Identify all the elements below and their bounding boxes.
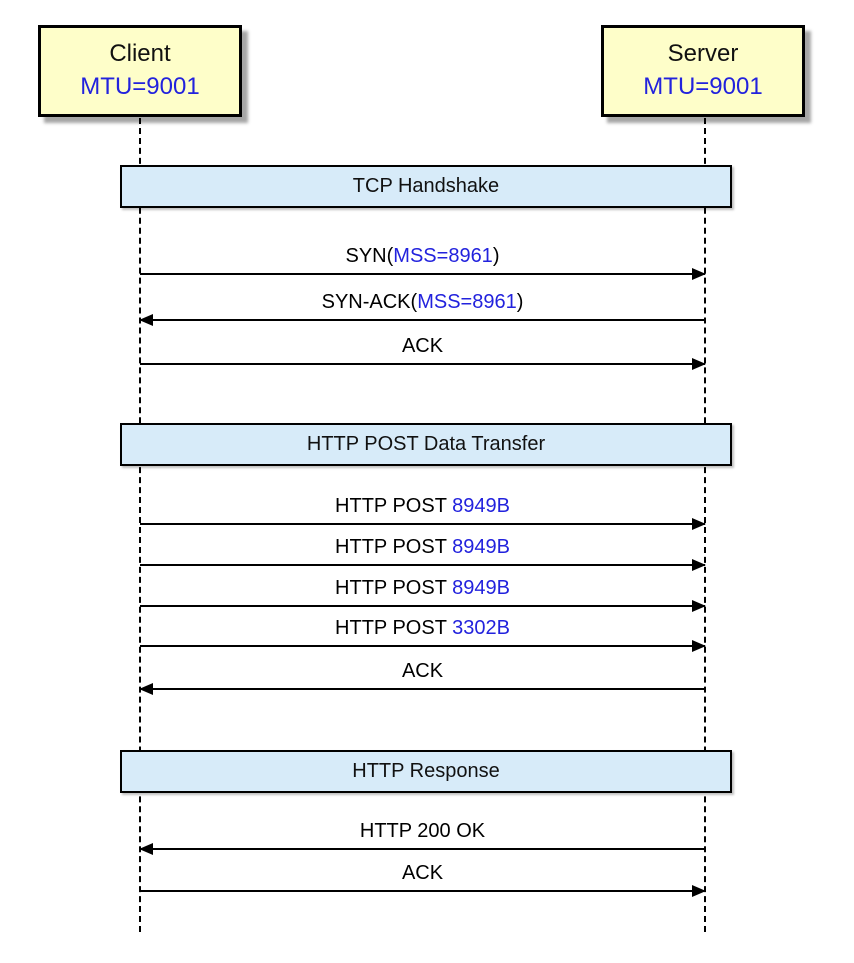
arrow-line: [140, 645, 705, 647]
arrowhead-right-icon: [692, 600, 706, 612]
message-http-200-ok: HTTP 200 OK: [139, 816, 705, 855]
section-title: TCP Handshake: [352, 175, 500, 197]
arrow-line: [140, 848, 705, 850]
arrowhead-left-icon: [139, 683, 153, 695]
message-label: HTTP 200 OK: [140, 820, 705, 843]
message-label: HTTP POST 3302B: [140, 617, 705, 640]
arrow-line: [140, 688, 705, 690]
label-highlight: MSS=8961: [417, 291, 517, 313]
arrowhead-right-icon: [692, 358, 706, 370]
arrowhead-right-icon: [692, 559, 706, 571]
message-ack: ACK: [140, 331, 706, 370]
label-text: ACK: [401, 862, 444, 884]
message-label: HTTP POST 8949B: [140, 577, 705, 600]
section-title: HTTP Response: [352, 760, 500, 782]
label-highlight: MSS=8961: [393, 245, 493, 267]
label-highlight: 8949B: [452, 536, 510, 558]
label-text: HTTP POST: [335, 577, 453, 599]
arrow-line: [140, 363, 705, 365]
label-text: HTTP POST: [335, 495, 453, 517]
message-http-post-3: HTTP POST 8949B: [140, 573, 706, 612]
message-ack: ACK: [140, 858, 706, 897]
message-label: HTTP POST 8949B: [140, 536, 705, 559]
message-ack: ACK: [139, 656, 705, 695]
label-text: ACK: [401, 660, 444, 682]
message-http-post-2: HTTP POST 8949B: [140, 532, 706, 571]
label-text: HTTP POST: [335, 536, 453, 558]
label-highlight: 8949B: [452, 577, 510, 599]
arrow-line: [140, 319, 705, 321]
arrow-line: [140, 273, 705, 275]
arrowhead-left-icon: [139, 843, 153, 855]
actor-client-name: Client: [109, 40, 171, 67]
arrow-line: [140, 605, 705, 607]
label-text: HTTP POST: [335, 617, 453, 639]
actor-server-name: Server: [667, 40, 739, 67]
message-label: HTTP POST 8949B: [140, 495, 705, 518]
arrowhead-right-icon: [692, 885, 706, 897]
section-title: HTTP POST Data Transfer: [306, 433, 546, 455]
label-text: ): [492, 245, 500, 267]
section-http-post-data-transfer: HTTP POST Data Transfer: [120, 423, 732, 466]
label-text: SYN-ACK(: [321, 291, 418, 313]
message-label: ACK: [140, 660, 705, 683]
label-text: ): [516, 291, 524, 313]
message-label: SYN-ACK(MSS=8961): [140, 291, 705, 314]
label-text: ACK: [401, 335, 444, 357]
message-http-post-4: HTTP POST 3302B: [140, 613, 706, 652]
client-lifeline: [139, 118, 141, 932]
message-http-post-1: HTTP POST 8949B: [140, 491, 706, 530]
label-text: HTTP 200 OK: [359, 820, 486, 842]
label-text: SYN(: [345, 245, 394, 267]
arrowhead-right-icon: [692, 640, 706, 652]
actor-server-box: Server MTU=9001: [601, 25, 805, 117]
section-tcp-handshake: TCP Handshake: [120, 165, 732, 208]
message-label: SYN(MSS=8961): [140, 245, 705, 268]
arrow-line: [140, 523, 705, 525]
actor-client-box: Client MTU=9001: [38, 25, 242, 117]
arrow-line: [140, 890, 705, 892]
message-syn-ack: SYN-ACK(MSS=8961): [139, 287, 705, 326]
label-highlight: 3302B: [452, 617, 510, 639]
arrowhead-right-icon: [692, 518, 706, 530]
actor-client-mtu: MTU=9001: [80, 73, 200, 100]
section-http-response: HTTP Response: [120, 750, 732, 793]
arrow-line: [140, 564, 705, 566]
actor-server-mtu: MTU=9001: [643, 73, 763, 100]
label-highlight: 8949B: [452, 495, 510, 517]
arrowhead-left-icon: [139, 314, 153, 326]
message-label: ACK: [140, 862, 705, 885]
message-label: ACK: [140, 335, 705, 358]
arrowhead-right-icon: [692, 268, 706, 280]
message-syn: SYN(MSS=8961): [140, 241, 706, 280]
